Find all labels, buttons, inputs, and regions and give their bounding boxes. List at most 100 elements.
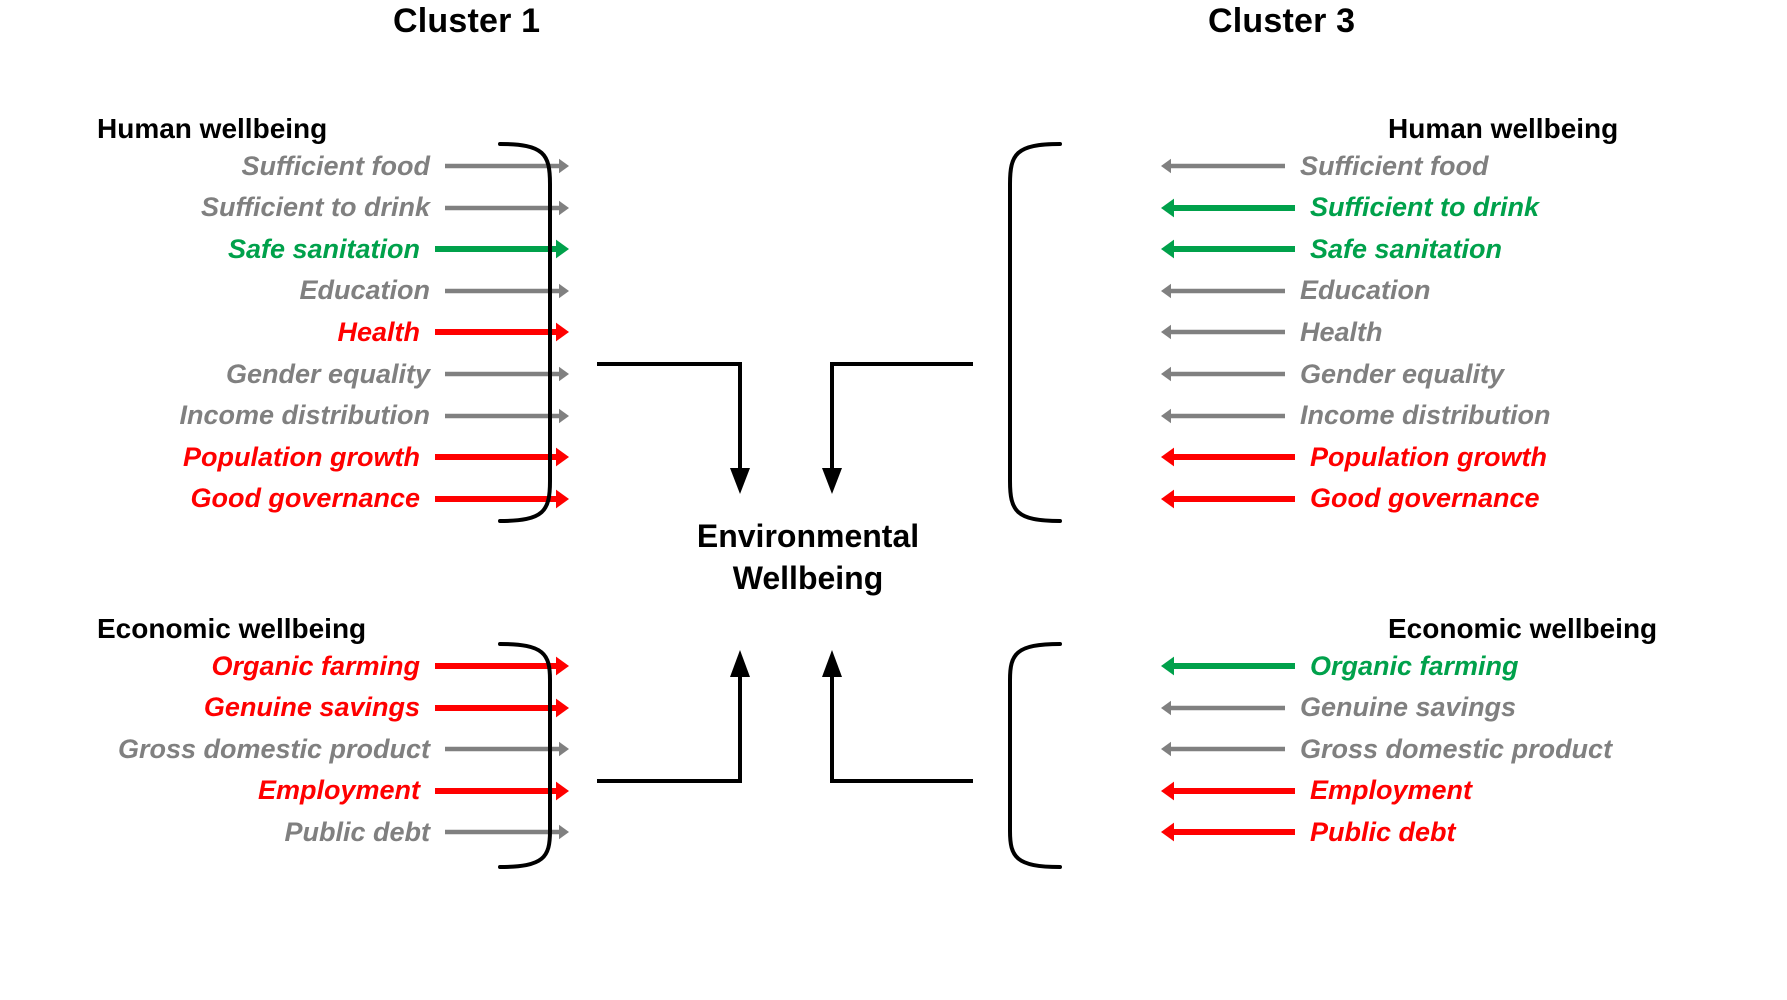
- environmental-wellbeing-label: Environmental Wellbeing: [613, 515, 1003, 599]
- bracket-cluster-1-economic: [498, 642, 552, 869]
- cluster-3-title: Cluster 3: [1208, 2, 1356, 40]
- cluster-3-human-wellbeing-row-3: Safe sanitation: [1160, 231, 1780, 267]
- cluster-1-title: Cluster 1: [393, 2, 541, 40]
- arrow-gray-right: [445, 366, 569, 382]
- cluster-1-human-wellbeing-row-9: Good governance: [0, 481, 570, 517]
- cluster-3-human-wellbeing-row-4: Education: [1160, 273, 1780, 309]
- arrow-red-right: [435, 323, 569, 342]
- cluster-3-human-wellbeing-row-2: Sufficient to drink: [1160, 190, 1780, 226]
- arrow-red-left: [1161, 489, 1295, 509]
- arrow-gray-left: [1161, 325, 1285, 340]
- indicator-label: Gross domestic product: [1300, 733, 1613, 764]
- cluster-1-human-wellbeing-header: Human wellbeing: [97, 113, 328, 144]
- cluster-1-economic-wellbeing-row-3: Gross domestic product: [0, 731, 570, 767]
- arrow-gray-right: [445, 741, 569, 757]
- indicator-label: Education: [1300, 275, 1431, 306]
- arrow-green-right: [435, 239, 569, 259]
- cluster-1-human-wellbeing-row-8: Population growth: [0, 439, 570, 475]
- arrow-green-left: [1161, 656, 1295, 676]
- indicator-label: Employment: [257, 775, 420, 806]
- bracket-cluster-1-human: [498, 142, 552, 523]
- arrow-gray-right: [445, 408, 569, 423]
- arrow-red-left: [1161, 781, 1295, 801]
- cluster-3-economic-wellbeing-row-3: Gross domestic product: [1160, 731, 1780, 767]
- indicator-label: Sufficient food: [1300, 150, 1489, 181]
- cluster-1-human-wellbeing-row-6: Gender equality: [0, 356, 570, 392]
- arrow-gray-left: [1161, 741, 1285, 757]
- cluster-3-human-wellbeing-row-9: Good governance: [1160, 481, 1780, 517]
- arrow-gray-left: [1161, 700, 1285, 715]
- indicator-label: Employment: [1310, 775, 1473, 806]
- indicator-label: Public debt: [1310, 816, 1456, 847]
- cluster-3-human-wellbeing-row-7: Income distribution: [1160, 398, 1780, 434]
- arrow-gray-left: [1161, 408, 1285, 423]
- cluster-1-human-wellbeing-row-5: Health: [0, 314, 570, 350]
- bracket-cluster-3-economic: [1008, 642, 1062, 869]
- environmental-wellbeing-line1: Environmental: [696, 518, 920, 554]
- arrow-green-left: [1161, 239, 1295, 259]
- cluster-3-economic-wellbeing-row-1: Organic farming: [1160, 648, 1780, 684]
- arrow-gray-right: [445, 200, 569, 215]
- arrow-red-left: [1161, 823, 1295, 842]
- indicator-label: Health: [1300, 316, 1383, 347]
- cluster-3-human-wellbeing-row-1: Sufficient food: [1160, 148, 1780, 184]
- cluster-1-human-wellbeing-row-3: Safe sanitation: [0, 231, 570, 267]
- indicator-label: Gender equality: [1300, 358, 1505, 389]
- arrow-gray-left: [1161, 283, 1285, 298]
- indicator-label: Income distribution: [1300, 400, 1551, 431]
- cluster-1-human-wellbeing-row-7: Income distribution: [0, 398, 570, 434]
- cluster-1-economic-wellbeing-row-1: Organic farming: [0, 648, 570, 684]
- cluster-1-human-wellbeing-row-1: Sufficient food: [0, 148, 570, 184]
- cluster-1-human-wellbeing-row-4: Education: [0, 273, 570, 309]
- indicator-label: Income distribution: [179, 400, 430, 431]
- cluster-1-economic-wellbeing-row-2: Genuine savings: [0, 690, 570, 726]
- arrow-gray-right: [445, 158, 569, 174]
- arrow-red-left: [1161, 447, 1295, 467]
- indicator-label: Gross domestic product: [117, 733, 430, 764]
- cluster-1-economic-wellbeing-row-5: Public debt: [0, 814, 570, 850]
- cluster-1-economic-wellbeing-row-4: Employment: [0, 773, 570, 809]
- indicator-label: Public debt: [284, 816, 430, 847]
- indicator-label: Sufficient food: [241, 150, 431, 181]
- cluster-3-economic-wellbeing-row-5: Public debt: [1160, 814, 1780, 850]
- cluster-3-human-wellbeing-header: Human wellbeing: [1388, 113, 1619, 144]
- cluster-3-economic-wellbeing-row-4: Employment: [1160, 773, 1780, 809]
- cluster-3-economic-wellbeing-row-2: Genuine savings: [1160, 690, 1780, 726]
- connector-cluster-1-economic-to-environment: [597, 650, 750, 783]
- arrow-red-right: [435, 489, 569, 509]
- connector-cluster-3-economic-to-environment: [822, 650, 973, 783]
- indicator-label: Population growth: [183, 441, 420, 472]
- arrow-red-right: [435, 447, 569, 467]
- arrow-red-right: [435, 656, 569, 676]
- cluster-1-human-wellbeing-row-2: Sufficient to drink: [0, 190, 570, 226]
- arrow-gray-right: [445, 283, 569, 298]
- arrow-green-left: [1161, 198, 1295, 217]
- arrow-gray-right: [445, 825, 569, 840]
- arrow-red-right: [435, 698, 569, 717]
- environmental-wellbeing-line2: Wellbeing: [732, 560, 884, 597]
- arrow-gray-left: [1161, 366, 1285, 382]
- indicator-label: Education: [299, 275, 430, 306]
- indicator-label: Genuine savings: [203, 692, 420, 723]
- indicator-label: Genuine savings: [1300, 692, 1517, 723]
- connector-cluster-1-human-to-environment: [597, 362, 750, 494]
- indicator-label: Sufficient to drink: [1310, 192, 1540, 223]
- indicator-label: Organic farming: [1310, 650, 1519, 681]
- indicator-label: Organic farming: [211, 650, 420, 681]
- indicator-label: Safe sanitation: [1310, 233, 1503, 264]
- indicator-label: Good governance: [1310, 483, 1540, 514]
- indicator-label: Health: [337, 316, 420, 347]
- cluster-3-human-wellbeing-row-8: Population growth: [1160, 439, 1780, 475]
- indicator-label: Safe sanitation: [227, 233, 420, 264]
- arrow-red-right: [435, 781, 569, 801]
- indicator-label: Gender equality: [225, 358, 430, 389]
- arrow-gray-left: [1161, 158, 1285, 174]
- bracket-cluster-3-human: [1008, 142, 1062, 523]
- cluster-1-economic-wellbeing-header: Economic wellbeing: [97, 613, 367, 644]
- cluster-3-human-wellbeing-row-6: Gender equality: [1160, 356, 1780, 392]
- cluster-3-human-wellbeing-row-5: Health: [1160, 314, 1780, 350]
- indicator-label: Sufficient to drink: [200, 192, 430, 223]
- cluster-3-economic-wellbeing-header: Economic wellbeing: [1388, 613, 1658, 644]
- connector-cluster-3-human-to-environment: [822, 362, 973, 494]
